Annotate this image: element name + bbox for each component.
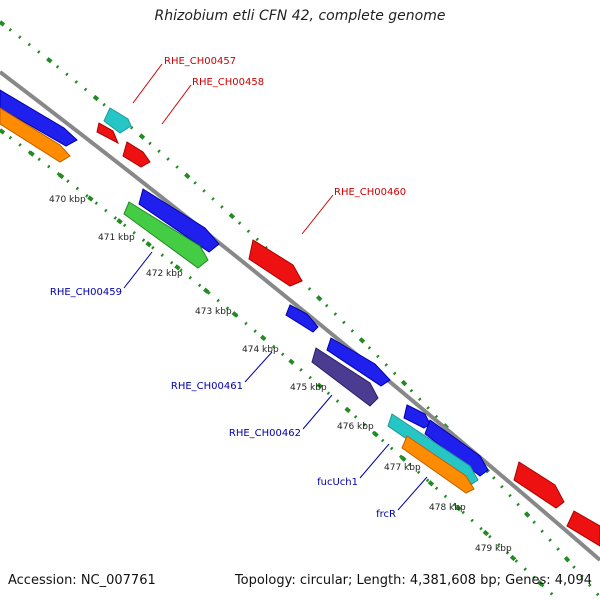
genome-backbone xyxy=(0,70,600,562)
outer-tick-track xyxy=(0,20,600,598)
gene-feature[interactable] xyxy=(122,141,151,168)
forward-gene-labels: RHE_CH00457 RHE_CH00458 RHE_CH00460 xyxy=(164,56,406,198)
gene-feature[interactable] xyxy=(285,304,319,333)
accession-text: Accession: NC_007761 xyxy=(8,573,156,588)
scale-label: 475 kbp xyxy=(290,383,327,393)
scale-label: 470 kbp xyxy=(49,195,86,205)
gene-feature[interactable] xyxy=(513,461,565,509)
scale-label: 472 kbp xyxy=(146,269,183,279)
gene-label-rhe-ch00458[interactable]: RHE_CH00458 xyxy=(192,77,264,88)
scale-label: 476 kbp xyxy=(337,422,374,432)
gene-feature[interactable] xyxy=(403,404,431,429)
scale-labels: 470 kbp 471 kbp 472 kbp 473 kbp 474 kbp … xyxy=(49,195,512,554)
forward-features xyxy=(96,107,600,547)
gene-feature[interactable] xyxy=(424,419,489,477)
gene-feature[interactable] xyxy=(123,201,209,269)
gene-feature[interactable] xyxy=(326,337,391,387)
gene-feature[interactable] xyxy=(0,107,71,163)
scale-label: 474 kbp xyxy=(242,345,279,355)
gene-label-rhe-ch00460[interactable]: RHE_CH00460 xyxy=(334,187,406,198)
scale-label: 478 kbp xyxy=(429,503,466,513)
gene-label-rhe-ch00462[interactable]: RHE_CH00462 xyxy=(229,428,301,439)
gene-label-frcr[interactable]: frcR xyxy=(376,509,396,520)
map-title: Rhizobium etli CFN 42, complete genome xyxy=(154,8,446,24)
gene-feature[interactable] xyxy=(401,435,475,494)
gene-label-fucuch1[interactable]: fucUch1 xyxy=(317,477,358,488)
gene-label-rhe-ch00457[interactable]: RHE_CH00457 xyxy=(164,56,236,67)
gene-feature[interactable] xyxy=(103,107,132,134)
gene-feature[interactable] xyxy=(566,510,600,547)
leader-lines xyxy=(123,63,428,511)
topology-text: Topology: circular; Length: 4,381,608 bp… xyxy=(234,573,592,588)
reverse-features xyxy=(0,89,489,494)
scale-label: 477 kbp xyxy=(384,463,421,473)
gene-label-rhe-ch00461[interactable]: RHE_CH00461 xyxy=(171,381,243,392)
gene-feature[interactable] xyxy=(248,239,303,287)
gene-feature[interactable] xyxy=(138,188,220,253)
gene-feature[interactable] xyxy=(96,122,119,145)
inner-tick-track xyxy=(0,128,557,599)
reverse-gene-labels: RHE_CH00459 RHE_CH00461 RHE_CH00462 fucU… xyxy=(50,287,396,520)
scale-label: 471 kbp xyxy=(98,233,135,243)
gene-label-rhe-ch00459[interactable]: RHE_CH00459 xyxy=(50,287,122,298)
gene-feature[interactable] xyxy=(311,347,379,407)
gene-feature[interactable] xyxy=(387,413,479,485)
scale-label: 479 kbp xyxy=(475,544,512,554)
gene-feature[interactable] xyxy=(0,89,78,147)
scale-label: 473 kbp xyxy=(195,307,232,317)
